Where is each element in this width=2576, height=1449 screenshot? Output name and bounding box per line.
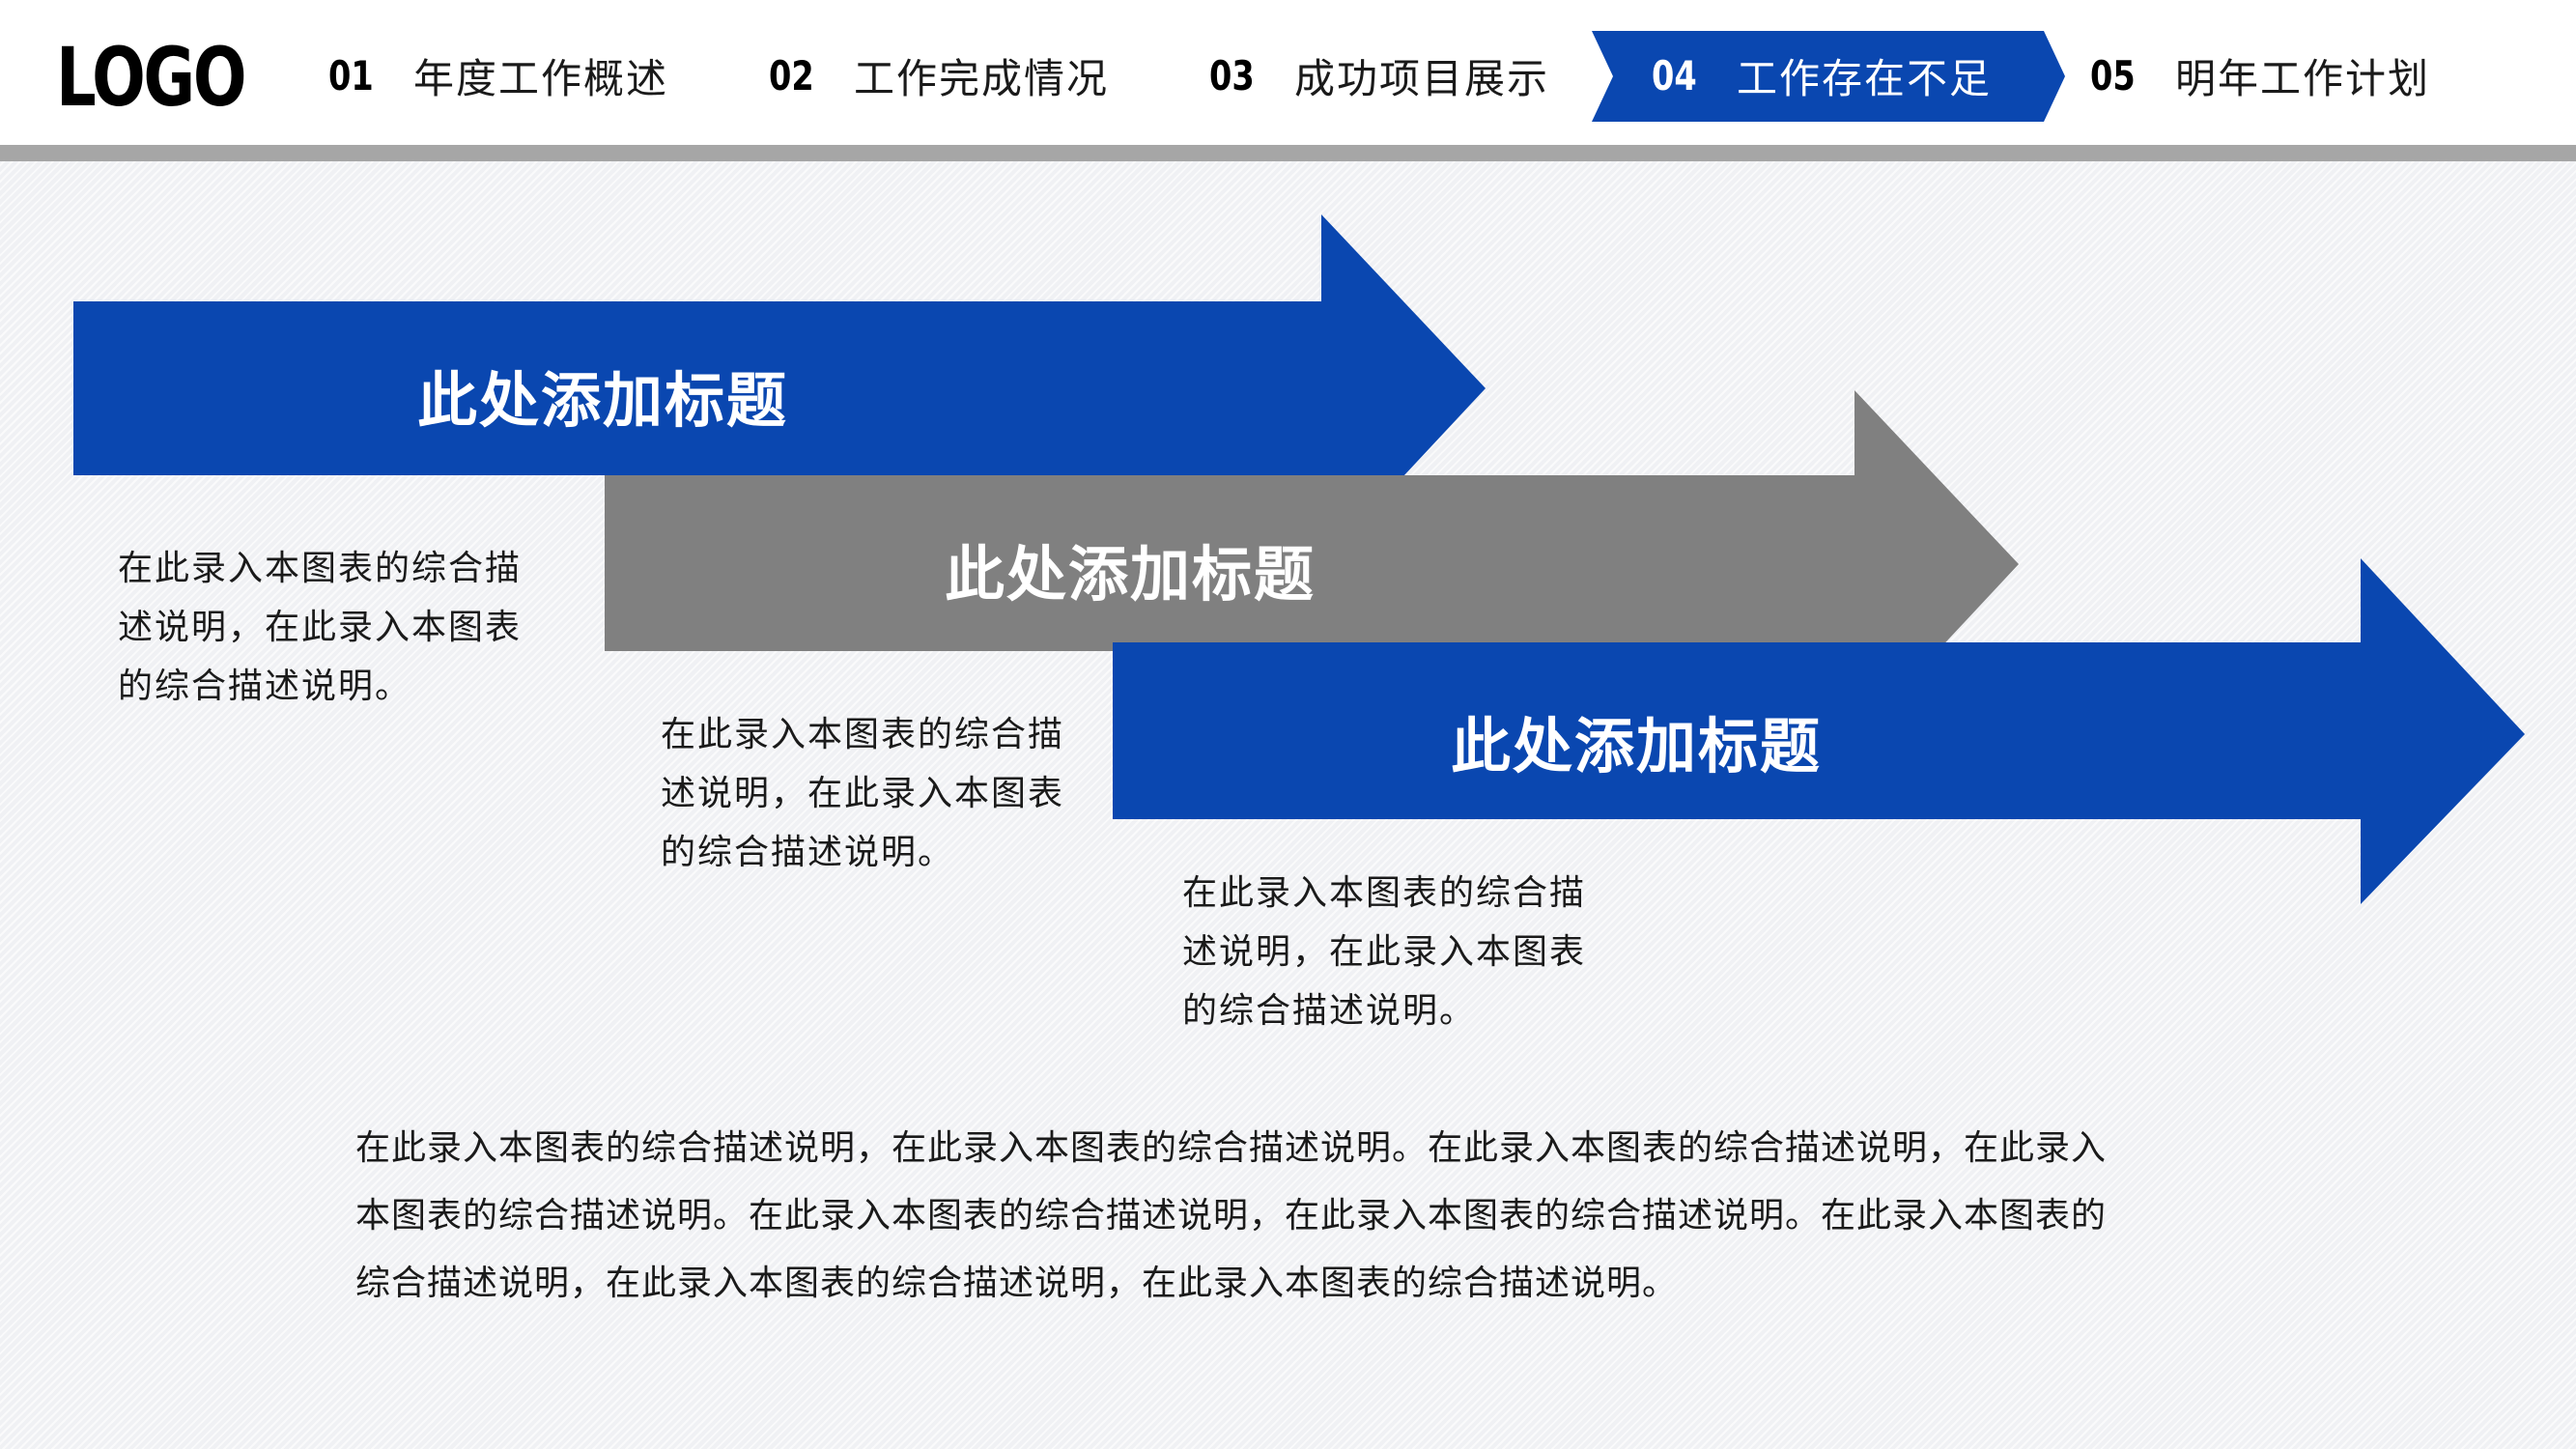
step-arrow-2 [605,390,2019,740]
nav-tab-number: 02 [769,51,814,99]
active-tab-chevron [1592,31,2065,122]
step-arrow-3 [1113,558,2525,904]
nav-tab-label: 明年工作计划 [2175,54,2431,102]
logo: LOGO [56,30,247,125]
nav-tab-01[interactable]: 01 年度工作概述 [328,29,668,122]
nav-tab-number: 04 [1652,51,1697,99]
nav-tab-05[interactable]: 05 明年工作计划 [2090,29,2430,122]
nav-tab-number: 05 [2090,51,2136,99]
header-divider [0,145,2576,161]
step-description-3: 在此录入本图表的综合描述说明，在此录入本图表的综合描述说明。 [1182,873,1587,1031]
step-title-1: 此处添加标题 [417,365,789,436]
nav-tab-label: 工作完成情况 [854,54,1110,102]
nav-tab-number: 01 [328,51,374,99]
step-title-3: 此处添加标题 [1451,711,1823,781]
step-description-2: 在此录入本图表的综合描述说明，在此录入本图表的综合描述说明。 [661,715,1065,872]
header-bar [0,0,2576,145]
nav-tab-02[interactable]: 02 工作完成情况 [769,29,1109,122]
nav-tab-label: 成功项目展示 [1294,54,1550,102]
nav-tab-03[interactable]: 03 成功项目展示 [1209,29,1549,122]
step-title-2: 此处添加标题 [945,539,1316,610]
summary-paragraph: 在此录入本图表的综合描述说明，在此录入本图表的综合描述说明。在此录入本图表的综合… [355,1128,2108,1303]
nav-tab-label: 年度工作概述 [413,54,669,102]
nav-tab-number: 03 [1209,51,1255,99]
nav-tab-04[interactable]: 04 工作存在不足 [1652,29,1992,122]
step-arrow-1 [73,214,1486,564]
nav-tab-label: 工作存在不足 [1737,54,1993,102]
step-description-1: 在此录入本图表的综合描述说明，在此录入本图表的综合描述说明。 [118,549,523,706]
